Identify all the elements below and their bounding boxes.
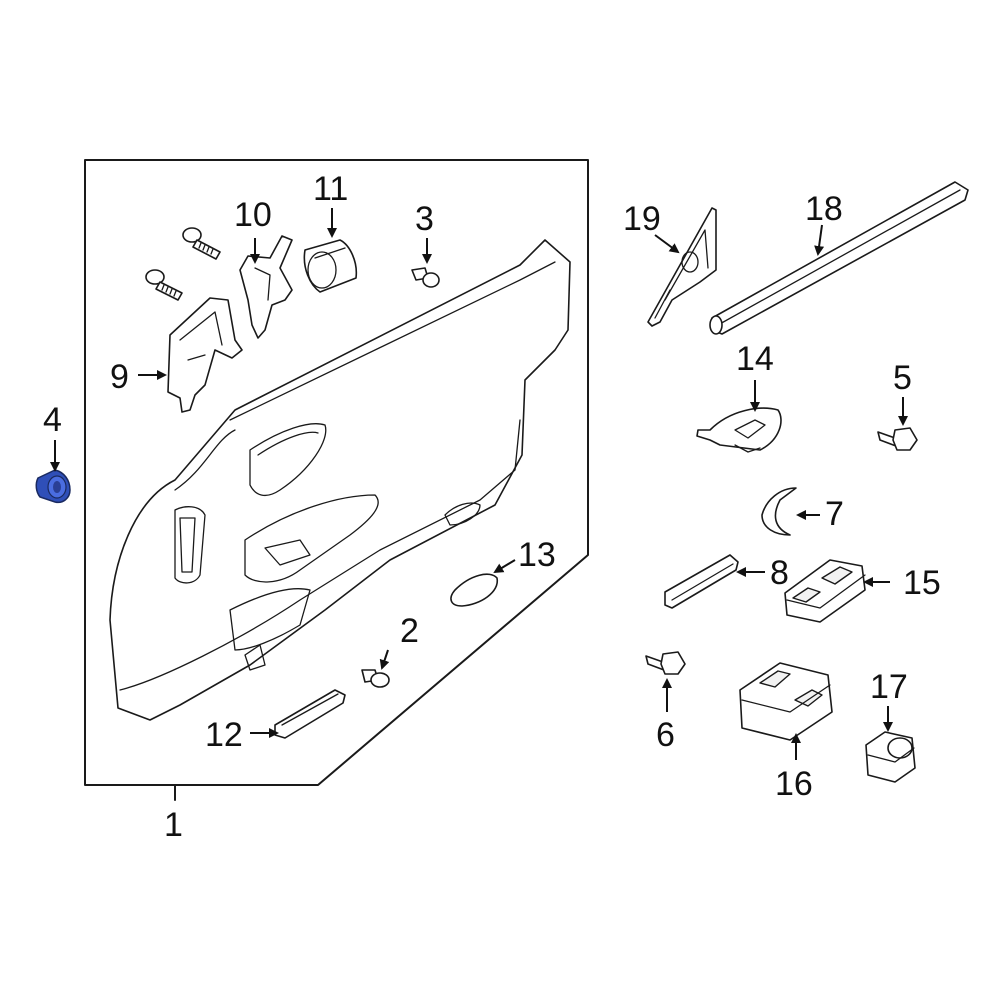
part-13-pad (450, 573, 498, 607)
part-19-mirror-trim (647, 207, 717, 327)
part-9-bracket (167, 297, 243, 413)
callout-arrows (50, 208, 908, 760)
callout-6: 6 (656, 716, 675, 754)
callout-9: 9 (110, 358, 129, 396)
callout-1: 1 (164, 806, 183, 844)
bolt-upper-left (145, 269, 183, 301)
callout-8: 8 (770, 554, 789, 592)
part-6-bolt (645, 651, 686, 675)
callout-13: 13 (518, 536, 556, 574)
callout-2: 2 (400, 612, 419, 650)
part-7-cover (761, 487, 797, 536)
part-12-strip (274, 689, 346, 739)
callout-19: 19 (623, 200, 661, 238)
callout-3: 3 (415, 200, 434, 238)
part-15-switch (784, 559, 866, 623)
callout-4: 4 (43, 401, 62, 439)
callout-5: 5 (893, 359, 912, 397)
assembly-frame (84, 159, 589, 786)
part-18-weatherstrip (709, 181, 969, 335)
callout-14: 14 (736, 340, 774, 378)
callout-16: 16 (775, 765, 813, 803)
callout-7: 7 (825, 495, 844, 533)
callout-10: 10 (234, 196, 272, 234)
part-17-knob (865, 731, 916, 783)
callout-17: 17 (870, 668, 908, 706)
callout-11: 11 (313, 170, 348, 208)
door-trim-panel (109, 239, 571, 721)
callout-18: 18 (805, 190, 843, 228)
part-5-bolt (877, 427, 918, 451)
part-3-pin (411, 267, 440, 288)
part-8-strip (664, 554, 739, 609)
part-4-highlighted-clip (35, 469, 71, 504)
callout-15: 15 (903, 564, 941, 602)
bolt-upper-mid (182, 227, 221, 260)
part-10-bracket (239, 235, 293, 339)
part-16-master-switch (739, 662, 833, 741)
part-2-pin (361, 669, 390, 688)
part-11-clip (303, 239, 358, 293)
callout-12: 12 (205, 716, 243, 754)
part-14-switch-bezel (696, 407, 782, 453)
